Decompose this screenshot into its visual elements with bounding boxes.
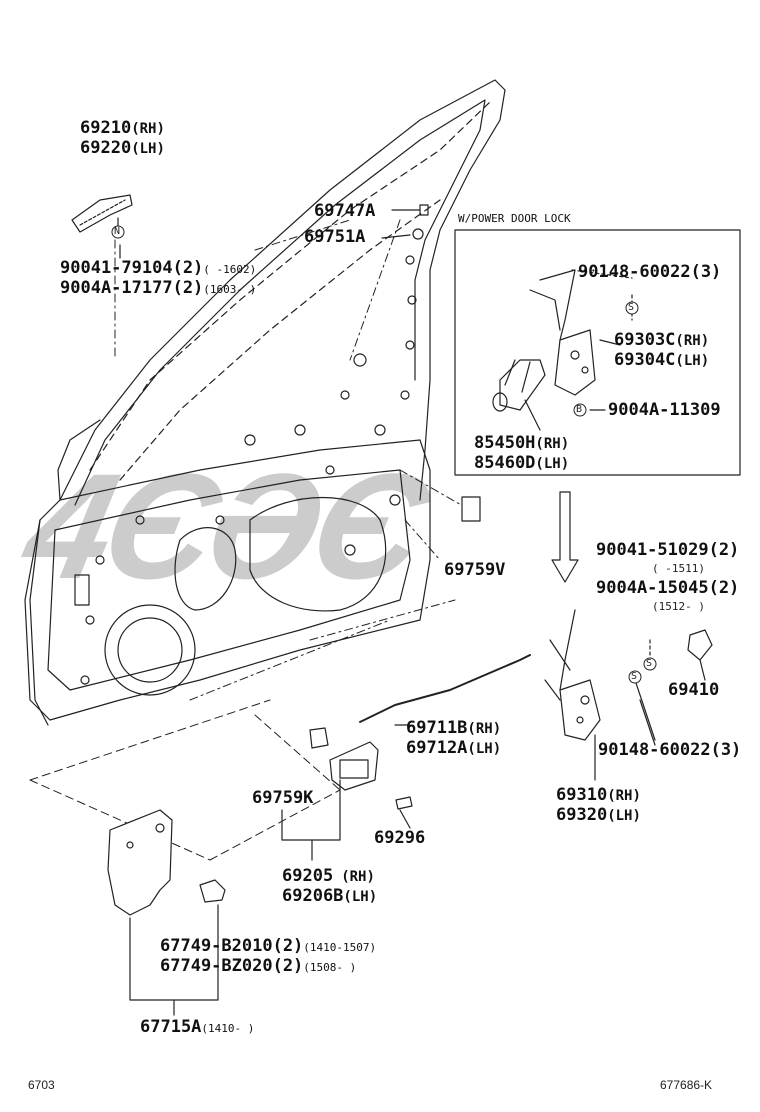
label-90148-60022-bottom[interactable]: 90148-60022(3)	[598, 740, 742, 760]
label-90041-79104[interactable]: 90041-79104(2)( -1602)	[60, 258, 257, 278]
door-inner-panel	[24, 439, 431, 721]
door-window-frame-inner	[74, 99, 486, 506]
label-69296[interactable]: 69296	[374, 828, 426, 848]
label-69220[interactable]: 69220(LH)	[80, 138, 165, 158]
inset-title: W/POWER DOOR LOCK	[458, 212, 571, 225]
label-69210[interactable]: 69210(RH)	[80, 118, 165, 138]
panel-holes	[80, 255, 417, 685]
marker-s-mid	[643, 657, 657, 671]
label-85460d[interactable]: 85460D(LH)	[474, 453, 570, 473]
marker-s-top	[625, 301, 639, 315]
label-85450h[interactable]: 85450H(RH)	[474, 433, 570, 453]
clip-69759v	[461, 496, 481, 522]
label-67749-bz020[interactable]: 67749-BZ020(2)(1508- )	[160, 956, 357, 976]
inside-handle	[329, 741, 379, 791]
power-lock-inset	[454, 229, 741, 476]
label-69310[interactable]: 69310(RH)	[556, 785, 641, 805]
footer-left-code: 6703	[28, 1078, 55, 1092]
marker-s-low-label: S	[631, 671, 638, 682]
door-lock-assembly	[559, 679, 601, 741]
label-90041-51029[interactable]: 90041-51029(2)	[596, 540, 740, 560]
label-69320[interactable]: 69320(LH)	[556, 805, 641, 825]
marker-n	[111, 225, 125, 239]
arrow-down	[551, 491, 579, 583]
label-69759v[interactable]: 69759V	[444, 560, 506, 580]
marker-b-label: B	[576, 404, 583, 415]
link-rod	[359, 654, 531, 723]
marker-b	[573, 403, 587, 417]
service-cover	[107, 809, 173, 916]
door-lock-actuator	[499, 359, 546, 411]
label-69712a[interactable]: 69712A(LH)	[406, 738, 502, 758]
label-69759k[interactable]: 69759K	[252, 788, 314, 808]
inset-door-lock	[554, 329, 596, 396]
label-9004a-17177[interactable]: 9004A-17177(2)(1603- )	[60, 278, 257, 298]
marker-s-low	[628, 670, 642, 684]
marker-s-top-label: S	[628, 302, 635, 313]
label-69410[interactable]: 69410	[668, 680, 720, 700]
label-69303c[interactable]: 69303C(RH)	[614, 330, 710, 350]
striker	[687, 629, 713, 661]
label-90041-51029-range: ( -1511)	[652, 562, 705, 575]
door-window-frame	[59, 79, 506, 501]
label-69206b[interactable]: 69206B(LH)	[282, 886, 378, 906]
label-90148-60022-top[interactable]: 90148-60022(3)	[578, 262, 722, 282]
marker-s-mid-label: S	[646, 658, 653, 669]
speaker-opening	[104, 604, 196, 696]
label-9004a-15045[interactable]: 9004A-15045(2)	[596, 578, 740, 598]
label-67749-b2010[interactable]: 67749-B2010(2)(1410-1507)	[160, 936, 377, 956]
label-9004a-15045-range: (1512- )	[652, 600, 705, 613]
label-69711b[interactable]: 69711B(RH)	[406, 718, 502, 738]
marker-n-label: N	[114, 226, 121, 237]
label-69205[interactable]: 69205(RH)	[282, 866, 375, 886]
footer-right-code: 677686-K	[660, 1078, 713, 1092]
label-69304c[interactable]: 69304C(LH)	[614, 350, 710, 370]
label-67715a[interactable]: 67715A(1410- )	[140, 1017, 255, 1037]
label-69747a[interactable]: 69747A	[314, 201, 376, 221]
outside-handle	[71, 194, 133, 233]
label-9004a-11309[interactable]: 9004A-11309	[608, 400, 721, 420]
label-69751a[interactable]: 69751A	[304, 227, 366, 247]
clip-69759k	[309, 727, 329, 749]
